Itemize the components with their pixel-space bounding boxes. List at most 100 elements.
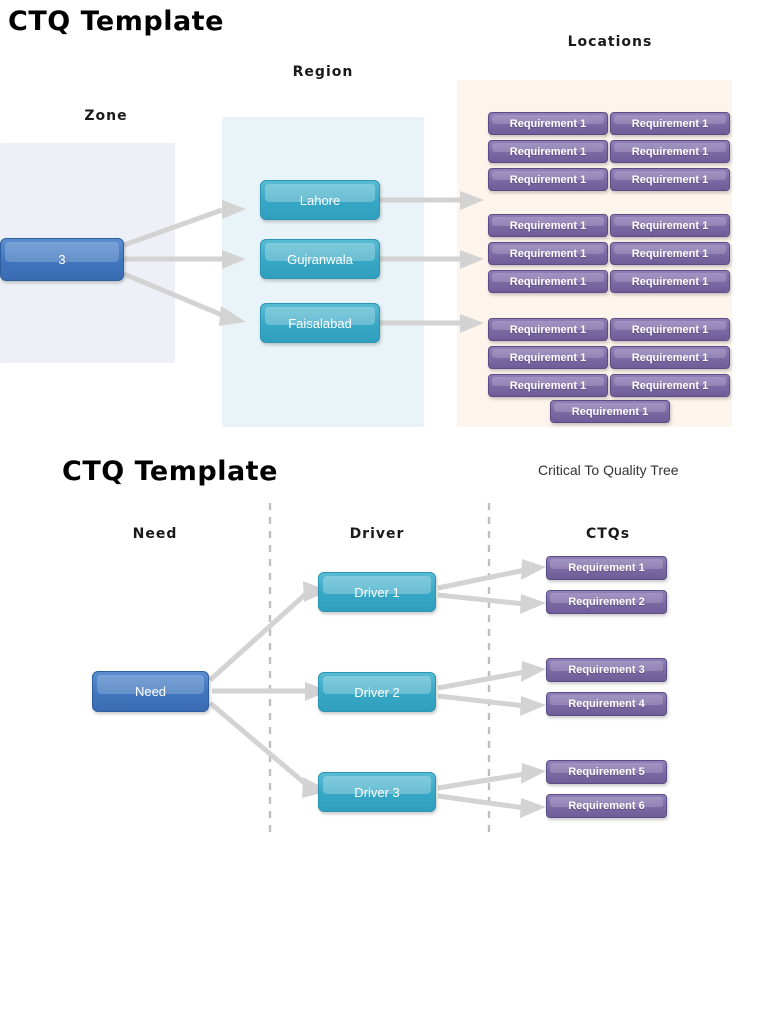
location-requirement-box[interactable]: Requirement 1 (610, 270, 730, 293)
requirement-label: Requirement 1 (631, 351, 709, 364)
ctq-requirement-box[interactable]: Requirement 1 (546, 556, 667, 580)
requirement-label: Requirement 1 (509, 219, 587, 232)
need-node[interactable]: Need (92, 671, 209, 712)
region-node-label: Lahore (299, 192, 341, 208)
requirement-label: Requirement 1 (631, 275, 709, 288)
requirement-label: Requirement 1 (631, 379, 709, 392)
requirement-label: Requirement 3 (568, 664, 645, 676)
node-gloss (550, 695, 663, 705)
requirement-label: Requirement 1 (568, 562, 645, 574)
node-gloss (492, 349, 604, 359)
node-gloss (323, 576, 431, 595)
requirement-label: Requirement 1 (631, 173, 709, 186)
node-gloss (265, 243, 375, 262)
node-gloss (614, 217, 726, 227)
requirement-label: Requirement 1 (509, 323, 587, 336)
page-title-bottom: CTQ Template (62, 456, 278, 487)
location-requirement-box[interactable]: Requirement 1 (610, 112, 730, 135)
ctq-requirement-box[interactable]: Requirement 5 (546, 760, 667, 784)
region-node-label: Faisalabad (288, 315, 352, 331)
requirement-label: Requirement 1 (631, 145, 709, 158)
need-node-label: Need (134, 684, 167, 699)
node-gloss (550, 763, 663, 773)
location-requirement-box[interactable]: Requirement 1 (610, 346, 730, 369)
zone-node[interactable]: 3 (0, 238, 124, 281)
requirement-label: Requirement 1 (631, 323, 709, 336)
driver-node-3[interactable]: Driver 3 (318, 772, 436, 812)
ctq-requirement-box[interactable]: Requirement 2 (546, 590, 667, 614)
requirement-label: Requirement 1 (571, 405, 649, 418)
driver-node-1[interactable]: Driver 1 (318, 572, 436, 612)
node-gloss (614, 245, 726, 255)
location-requirement-box[interactable]: Requirement 1 (488, 112, 608, 135)
location-requirement-box[interactable]: Requirement 1 (488, 242, 608, 265)
driver-node-label: Driver 1 (354, 584, 400, 600)
column-header-zone: Zone (84, 108, 128, 124)
ctq-requirement-box[interactable]: Requirement 6 (546, 794, 667, 818)
location-requirement-box[interactable]: Requirement 1 (488, 168, 608, 191)
page-title-top: CTQ Template (8, 6, 224, 37)
ctq-requirement-box[interactable]: Requirement 4 (546, 692, 667, 716)
location-requirement-box[interactable]: Requirement 1 (488, 374, 608, 397)
node-gloss (492, 171, 604, 181)
node-gloss (550, 661, 663, 671)
requirement-label: Requirement 1 (631, 117, 709, 130)
region-node-faisalabad[interactable]: Faisalabad (260, 303, 380, 343)
node-gloss (492, 377, 604, 387)
location-requirement-box[interactable]: Requirement 1 (610, 140, 730, 163)
location-requirement-box[interactable]: Requirement 1 (610, 374, 730, 397)
location-requirement-box[interactable]: Requirement 1 (610, 214, 730, 237)
node-gloss (97, 675, 204, 694)
location-requirement-box[interactable]: Requirement 1 (610, 242, 730, 265)
column-header-locations: Locations (567, 34, 653, 50)
requirement-label: Requirement 6 (568, 800, 645, 812)
driver-node-2[interactable]: Driver 2 (318, 672, 436, 712)
requirement-label: Requirement 1 (509, 145, 587, 158)
region-node-lahore[interactable]: Lahore (260, 180, 380, 220)
node-gloss (614, 273, 726, 283)
node-gloss (550, 797, 663, 807)
column-header-ctqs: CTQs (585, 526, 631, 542)
region-node-gujranwala[interactable]: Gujranwala (260, 239, 380, 279)
node-gloss (265, 184, 375, 203)
tree-caption: Critical To Quality Tree (538, 462, 679, 478)
location-requirement-box[interactable]: Requirement 1 (488, 346, 608, 369)
requirement-label: Requirement 1 (509, 275, 587, 288)
requirement-label: Requirement 1 (509, 117, 587, 130)
driver-node-label: Driver 3 (354, 784, 400, 800)
ctq-requirement-box[interactable]: Requirement 3 (546, 658, 667, 682)
location-requirement-box[interactable]: Requirement 1 (488, 318, 608, 341)
node-gloss (614, 115, 726, 125)
requirement-label: Requirement 1 (509, 173, 587, 186)
node-gloss (614, 377, 726, 387)
column-header-driver: Driver (349, 526, 405, 542)
zone-node-label: 3 (58, 252, 66, 267)
node-gloss (323, 676, 431, 695)
requirement-label: Requirement 1 (509, 247, 587, 260)
node-gloss (550, 559, 663, 569)
column-header-region: Region (292, 64, 354, 80)
location-requirement-box[interactable]: Requirement 1 (488, 270, 608, 293)
location-requirement-box[interactable]: Requirement 1 (488, 140, 608, 163)
node-gloss (265, 307, 375, 326)
requirement-label: Requirement 2 (568, 596, 645, 608)
node-gloss (614, 171, 726, 181)
location-requirement-box-extra[interactable]: Requirement 1 (550, 400, 670, 423)
requirement-label: Requirement 1 (631, 247, 709, 260)
location-requirement-box[interactable]: Requirement 1 (488, 214, 608, 237)
requirement-label: Requirement 5 (568, 766, 645, 778)
node-gloss (492, 217, 604, 227)
node-gloss (614, 143, 726, 153)
region-node-label: Gujranwala (287, 251, 353, 267)
requirement-label: Requirement 4 (568, 698, 645, 710)
node-gloss (550, 593, 663, 603)
node-gloss (554, 403, 666, 413)
node-gloss (614, 349, 726, 359)
node-gloss (492, 143, 604, 153)
node-gloss (492, 115, 604, 125)
location-requirement-box[interactable]: Requirement 1 (610, 318, 730, 341)
requirement-label: Requirement 1 (631, 219, 709, 232)
node-gloss (323, 776, 431, 795)
location-requirement-box[interactable]: Requirement 1 (610, 168, 730, 191)
node-gloss (492, 273, 604, 283)
